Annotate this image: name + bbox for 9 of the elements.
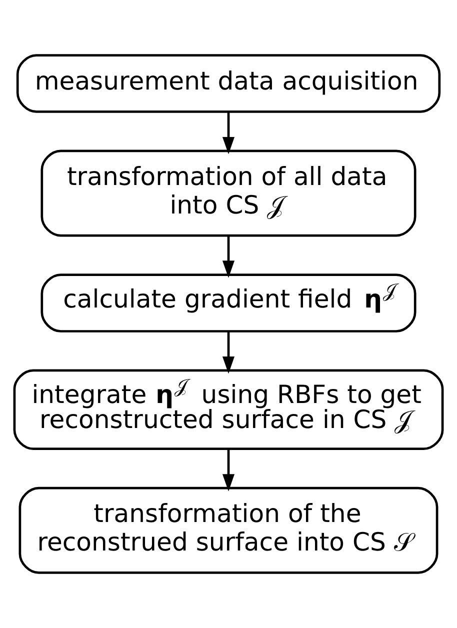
node-box: measurement data acquisition <box>16 54 441 113</box>
node-box: integrate η$^{𝒥}$ using RBFs to get reconstructed surface in CS 𝒥 <box>13 369 444 450</box>
arrow <box>222 236 235 278</box>
arrow <box>222 449 235 492</box>
arrow <box>222 332 235 374</box>
node-box: calculate gradient field η$^{𝒥}$ <box>40 274 416 332</box>
arrow <box>222 112 235 154</box>
node-box: transformation of the reconstrued surface into CS 𝒮 <box>18 486 438 574</box>
node-box: transformation of all data into CS 𝒥 <box>40 150 416 237</box>
